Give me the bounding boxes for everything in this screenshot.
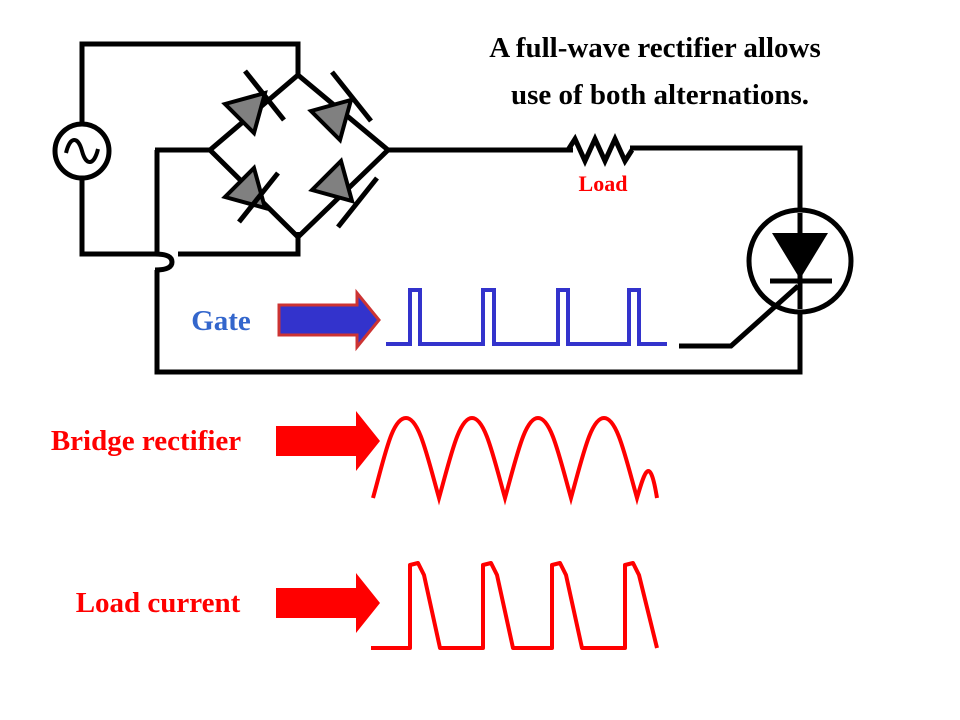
arrow-icon <box>277 288 381 352</box>
gate-label: Gate <box>191 305 251 337</box>
arrow-icon <box>276 573 380 633</box>
diode-icon <box>307 70 373 144</box>
resistor-icon <box>565 132 635 168</box>
title-line-1: A full-wave rectifier allows <box>489 32 821 64</box>
load-circuit <box>154 132 803 375</box>
arrow-icon <box>276 411 380 471</box>
bridge-rectifier-waveform <box>371 415 659 506</box>
gate-pulse-waveform <box>386 288 667 346</box>
diode-icon <box>308 157 379 229</box>
ac-source-circuit <box>52 41 301 273</box>
title-line-2: use of both alternations. <box>511 79 809 111</box>
bridge-rectifier-label: Bridge rectifier <box>51 425 241 457</box>
load-current-waveform <box>371 561 659 650</box>
scr-icon <box>679 207 854 349</box>
diode-icon <box>221 164 280 224</box>
load-current-label: Load current <box>76 587 241 619</box>
bridge-rectifier <box>155 69 392 241</box>
ac-source-icon <box>52 121 112 181</box>
diode-icon <box>221 69 286 137</box>
load-label: Load <box>579 171 628 196</box>
